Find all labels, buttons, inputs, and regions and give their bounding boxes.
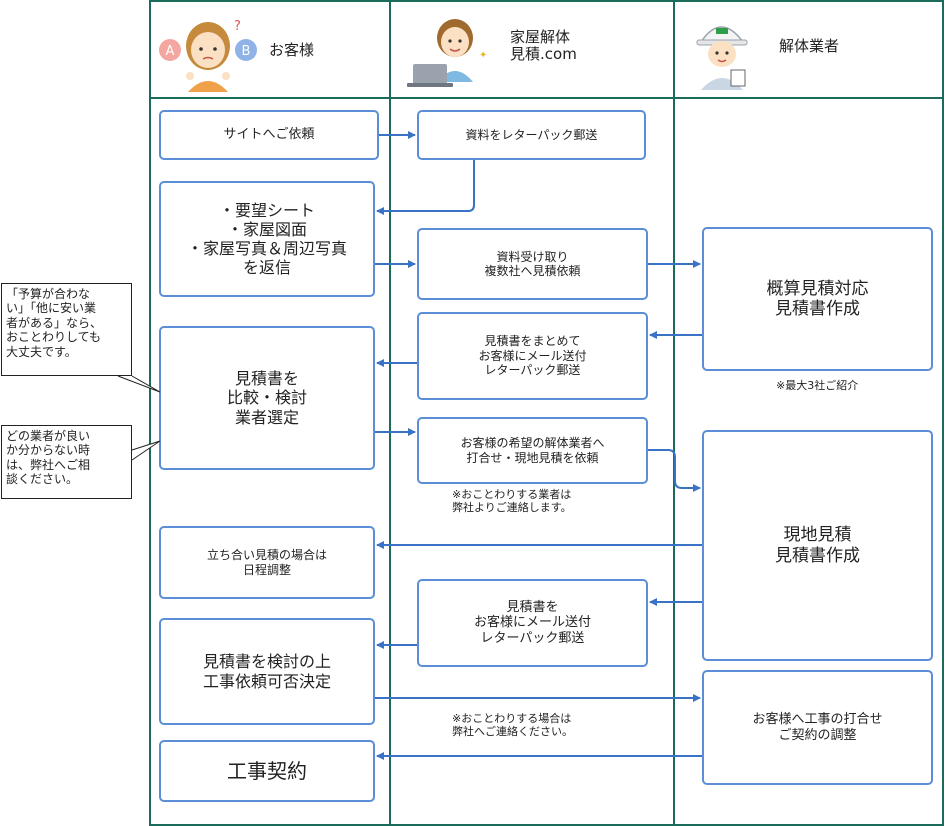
step-site-request: サイトへご依頼 — [159, 110, 379, 160]
step-send-estimate: 見積書を お客様にメール送付 レターパック郵送 — [417, 579, 648, 667]
step-site-estimate: 現地見積 見積書作成 — [702, 430, 933, 661]
lane-border-mid1 — [389, 0, 391, 826]
worried-woman-icon: A B ? — [159, 19, 257, 92]
contractor-lane-header: 解体業者 — [675, 2, 942, 97]
step-receive-docs: 資料受け取り 複数社へ見積依頼 — [417, 228, 648, 300]
lane-border-left — [149, 0, 151, 826]
callout-unsure-pointer — [131, 440, 161, 461]
step-send-estimates: 見積書をまとめて お客様にメール送付 レターパック郵送 — [417, 312, 648, 400]
customer-lane-header: A B ? お客様 — [151, 2, 389, 97]
svg-text:✦: ✦ — [479, 50, 487, 61]
step-return-docs: ・要望シート ・家屋図面 ・家屋写真＆周辺写真 を返信 — [159, 181, 375, 297]
note-decline-case: ※おことわりする場合は 弊社へご連絡ください。 — [452, 712, 573, 738]
step-meeting: お客様へ工事の打合せ ご契約の調整 — [702, 670, 933, 785]
laptop-woman-icon: ✦ — [407, 19, 487, 87]
badge-b: B — [242, 44, 251, 59]
step-decide: 見積書を検討の上 工事依頼可否決定 — [159, 618, 375, 725]
site-lane-label: 家屋解体 見積.com — [510, 28, 577, 64]
callout-budget-pointer — [117, 375, 161, 393]
contractor-lane-label: 解体業者 — [779, 37, 840, 55]
badge-a: A — [166, 44, 175, 59]
badge-question: ? — [234, 19, 241, 34]
lane-border-top — [149, 0, 944, 2]
site-lane-header: ✦ 家屋解体 見積.com — [391, 2, 673, 97]
step-schedule: 立ち合い見積の場合は 日程調整 — [159, 526, 375, 599]
hardhat-worker-icon — [696, 26, 748, 90]
step-rough-estimate: 概算見積対応 見積書作成 — [702, 227, 933, 371]
callout-budget: 「予算が合わな い」「他に安い業 者がある」なら、 おことわりしても 大丈夫です… — [1, 283, 132, 376]
note-max-three: ※最大3社ご紹介 — [776, 379, 859, 392]
arrow-send-to-return — [376, 160, 475, 215]
arrow-request-to-site-estimate — [648, 449, 701, 492]
header-divider — [149, 97, 944, 99]
lane-border-mid2 — [673, 0, 675, 826]
step-send-docs: 資料をレターパック郵送 — [417, 110, 646, 160]
lane-border-bottom — [149, 824, 944, 826]
step-request-site-visit: お客様の希望の解体業者へ 打合せ・現地見積を依頼 — [417, 417, 648, 484]
customer-lane-label: お客様 — [269, 41, 315, 59]
step-compare: 見積書を 比較・検討 業者選定 — [159, 326, 375, 470]
step-contract: 工事契約 — [159, 740, 375, 802]
note-decline-contractor: ※おことわりする業者は 弊社よりご連絡します。 — [452, 488, 572, 514]
callout-unsure: どの業者が良い か分からない時 は、弊社へご相 談ください。 — [1, 425, 132, 499]
lane-border-right — [942, 0, 944, 826]
